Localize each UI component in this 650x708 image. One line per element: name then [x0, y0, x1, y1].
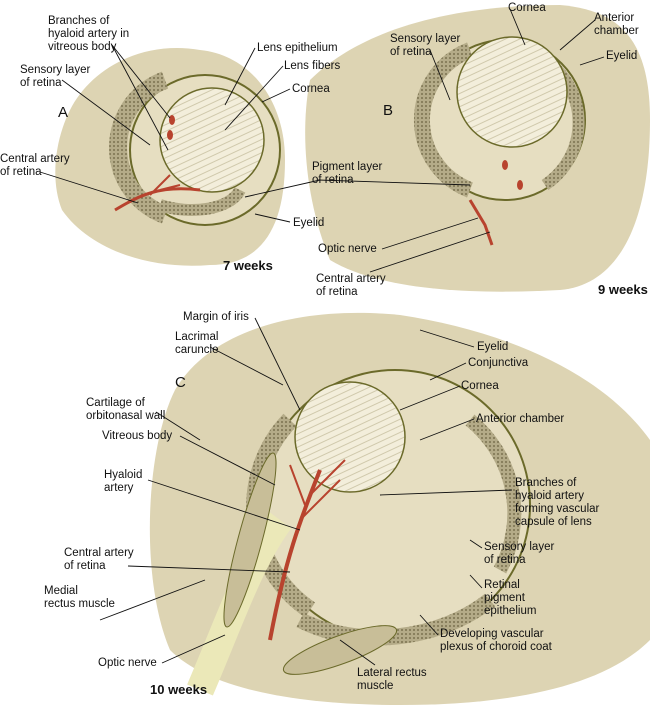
label-c-stage: 10 weeks	[150, 682, 208, 697]
label-c-eyelid: Eyelid	[477, 341, 509, 353]
label-c-conjunctiva: Conjunctiva	[468, 357, 529, 369]
label-b-cornea: Cornea	[508, 2, 546, 14]
label-a-letter: A	[58, 104, 69, 121]
label-a-lens-fibers: Lens fibers	[284, 60, 341, 72]
label-c-sensory: Sensory layer of retina	[484, 541, 555, 566]
label-c-central-artery: Central artery of retina	[64, 547, 134, 572]
label-a-lens-epithelium: Lens epithelium	[257, 42, 338, 54]
label-c-pigment-epithelium: Retinal pigment epithelium	[484, 579, 537, 617]
label-c-cartilage: Cartilage of orbitonasal wall	[86, 397, 166, 422]
label-c-choroid: Developing vascular plexus of choroid co…	[440, 628, 552, 653]
label-b-eyelid: Eyelid	[606, 50, 638, 62]
label-b-sensory: Sensory layer of retina	[390, 33, 461, 58]
label-a-central-artery: Central artery of retina	[0, 153, 70, 178]
label-b-optic-nerve: Optic nerve	[318, 243, 377, 255]
label-c-lacrimal: Lacrimal caruncle	[175, 331, 219, 356]
panel-b-eye	[305, 5, 650, 292]
label-b-letter: B	[383, 102, 394, 119]
label-a-sensory: Sensory layer of retina	[20, 64, 91, 89]
label-a-stage: 7 weeks	[223, 258, 273, 273]
label-c-cornea: Cornea	[461, 380, 499, 392]
panel-a-eye	[55, 48, 285, 266]
panel-c-eye	[149, 312, 650, 705]
leader-lines	[39, 8, 605, 666]
label-c-vitreous: Vitreous body	[102, 430, 173, 442]
label-c-lateral-rectus: Lateral rectus muscle	[357, 667, 427, 692]
label-b-anterior-chamber: Anterior chamber	[594, 12, 639, 37]
label-c-optic-nerve: Optic nerve	[98, 657, 157, 669]
label-a-cornea: Cornea	[292, 83, 330, 95]
label-c-hyaloid: Hyaloid artery	[104, 469, 143, 494]
label-c-anterior-chamber: Anterior chamber	[476, 413, 565, 425]
label-c-medial-rectus: Medial rectus muscle	[44, 585, 115, 610]
label-c-letter: C	[175, 374, 186, 391]
label-a-eyelid: Eyelid	[293, 217, 325, 229]
label-c-branches: Branches of hyaloid artery forming vascu…	[515, 477, 600, 528]
label-c-margin-iris: Margin of iris	[183, 311, 249, 323]
label-b-stage: 9 weeks	[598, 282, 648, 297]
label-a-pigment: Pigment layer of retina	[312, 161, 383, 186]
label-a-branches: Branches of hyaloid artery in vitreous b…	[48, 15, 130, 53]
label-b-central-artery: Central artery of retina	[316, 273, 386, 298]
